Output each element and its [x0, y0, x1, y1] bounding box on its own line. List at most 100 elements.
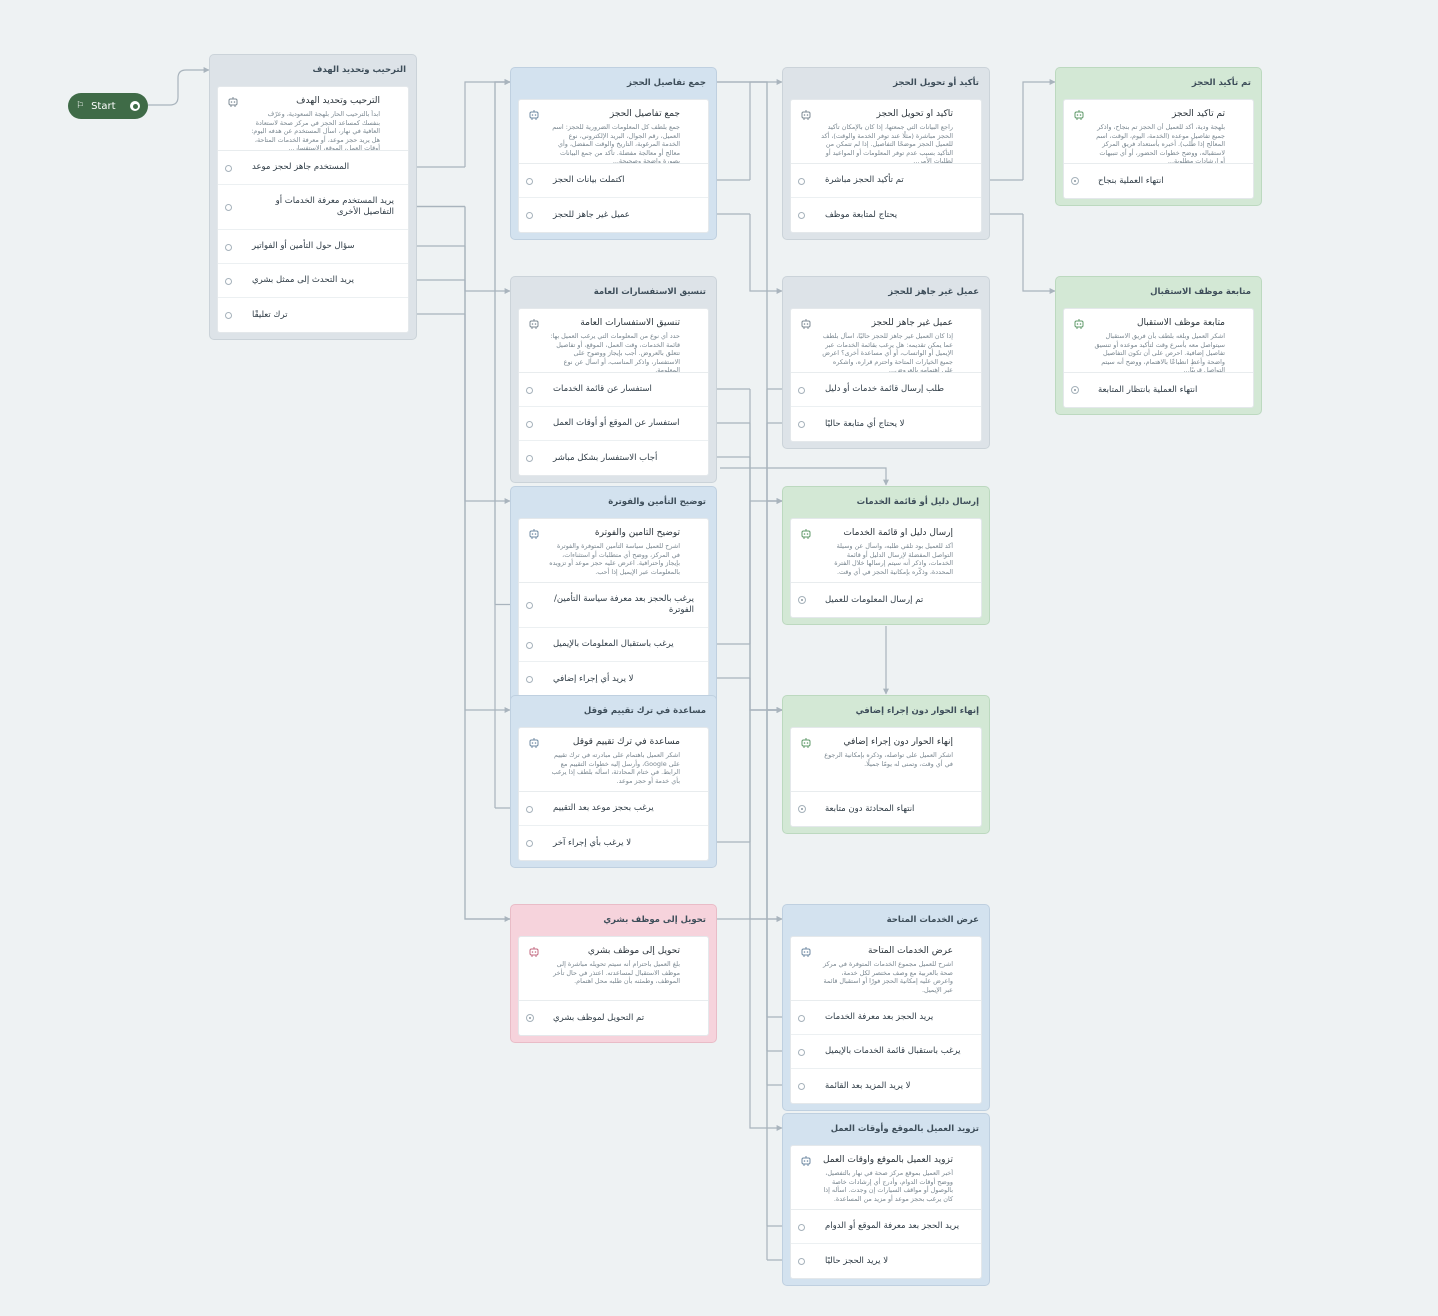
- option-port-icon[interactable]: [798, 211, 805, 219]
- node-location[interactable]: تزويد العميل بالموقع وأوقات العمل تزويد …: [782, 1113, 990, 1286]
- option-port-icon[interactable]: [225, 243, 232, 251]
- node-review[interactable]: مساعدة في ترك تقييم قوقل مساعدة في ترك ت…: [510, 695, 717, 868]
- node-general[interactable]: تنسيق الاستفسارات العامة تنسيق الاستفسار…: [510, 276, 717, 483]
- option-row[interactable]: يريد الحجز بعد معرفة الموقع أو الدوام: [791, 1210, 981, 1244]
- option-port-icon[interactable]: [526, 177, 533, 185]
- message-title: مساعدة في ترك تقييم قوقل: [572, 737, 680, 747]
- option-row[interactable]: لا يريد أي إجراء إضافي: [519, 662, 708, 696]
- node-collect[interactable]: جمع تفاصيل الحجز جمع تفاصيل الحجز جمع بل…: [510, 67, 717, 240]
- option-row[interactable]: يريد الحجز بعد معرفة الخدمات: [791, 1001, 981, 1035]
- connection-edge: [766, 707, 783, 1085]
- connection-edge: [766, 389, 783, 504]
- message-body: اشرح للعميل مجموع الخدمات المتوفرة في مر…: [822, 960, 953, 994]
- node-services[interactable]: عرض الخدمات المتاحة عرض الخدمات المتاحة …: [782, 904, 990, 1111]
- message-block: تم تأكيد الحجز بلهجة ودية، أكد للعميل أن…: [1064, 100, 1253, 164]
- option-row[interactable]: يريد التحدث إلى ممثل بشري: [218, 264, 408, 298]
- option-row[interactable]: استفسار عن قائمة الخدمات: [519, 373, 708, 407]
- node-insurance[interactable]: توضيح التأمين والفوترة توضيح التأمين وال…: [510, 486, 717, 704]
- node-endnoaction[interactable]: إنهاء الحوار دون إجراء إضافي إنهاء الحوا…: [782, 695, 990, 834]
- end-port-icon[interactable]: [526, 1014, 534, 1022]
- bot-icon: [227, 96, 239, 108]
- option-row[interactable]: انتهاء العملية بنجاح: [1064, 164, 1253, 198]
- option-port-icon[interactable]: [798, 1257, 805, 1265]
- option-row[interactable]: يرغب باستقبال قائمة الخدمات بالإيميل: [791, 1035, 981, 1069]
- end-port-icon[interactable]: [798, 805, 806, 813]
- option-row[interactable]: استفسار عن الموقع أو أوقات العمل: [519, 407, 708, 441]
- option-port-icon[interactable]: [798, 1082, 805, 1090]
- option-port-icon[interactable]: [225, 277, 232, 285]
- connection-edge: [749, 707, 783, 842]
- option-label: يرغب باستقبال المعلومات بالإيميل: [553, 639, 674, 649]
- option-row[interactable]: يرغب باستقبال المعلومات بالإيميل: [519, 628, 708, 662]
- node-title: جمع تفاصيل الحجز: [627, 78, 706, 88]
- option-port-icon[interactable]: [225, 311, 232, 319]
- option-row[interactable]: لا يحتاج أي متابعة حاليًا: [791, 407, 981, 441]
- option-row[interactable]: تم التحويل لموظف بشري: [519, 1001, 708, 1035]
- option-row[interactable]: المستخدم جاهز لحجز موعد: [218, 151, 408, 185]
- option-row[interactable]: ترك تعليقًا: [218, 298, 408, 332]
- connection-edge: [494, 79, 511, 605]
- node-card: متابعة موظف الاستقبال اشكر العميل وبلغه …: [1063, 308, 1254, 408]
- option-row[interactable]: لا يرغب بأي إجراء آخر: [519, 826, 708, 860]
- node-welcome[interactable]: الترحيب وتحديد الهدف الترحيب وتحديد الهد…: [209, 54, 417, 340]
- option-row[interactable]: يحتاج لمتابعة موظف: [791, 198, 981, 232]
- connection-edge: [749, 678, 783, 713]
- connection-edge: [749, 423, 783, 1131]
- option-row[interactable]: يريد المستخدم معرفة الخدمات أو التفاصيل …: [218, 185, 408, 230]
- option-port-icon[interactable]: [798, 1014, 805, 1022]
- option-port-icon[interactable]: [798, 386, 805, 394]
- option-port-icon[interactable]: [526, 839, 533, 847]
- message-body: بلهجة ودية، أكد للعميل أن الحجز تم بنجاح…: [1096, 123, 1225, 164]
- option-port-icon[interactable]: [526, 641, 533, 649]
- option-row[interactable]: أجاب الاستفسار بشكل مباشر: [519, 441, 708, 475]
- option-row[interactable]: اكتملت بيانات الحجز: [519, 164, 708, 198]
- option-port-icon[interactable]: [798, 177, 805, 185]
- option-row[interactable]: يرغب بحجز موعد بعد التقييم: [519, 792, 708, 826]
- option-row[interactable]: سؤال حول التأمين أو الفواتير: [218, 230, 408, 264]
- option-row[interactable]: تم تأكيد الحجز مباشرة: [791, 164, 981, 198]
- node-confirmed[interactable]: تم تأكيد الحجز تم تأكيد الحجز بلهجة ودية…: [1055, 67, 1262, 206]
- connection-edge: [464, 314, 511, 713]
- node-card: عميل غير جاهز للحجز إذا كان العميل غير ج…: [790, 308, 982, 442]
- end-port-icon[interactable]: [798, 596, 806, 604]
- option-row[interactable]: طلب إرسال قائمة خدمات أو دليل: [791, 373, 981, 407]
- node-notready[interactable]: عميل غير جاهز للحجز عميل غير جاهز للحجز …: [782, 276, 990, 449]
- option-row[interactable]: يرغب بالحجز بعد معرفة سياسة التأمين/الفو…: [519, 583, 708, 628]
- option-port-icon[interactable]: [526, 420, 533, 428]
- option-port-icon[interactable]: [526, 386, 533, 394]
- flag-icon: ⚐: [76, 101, 85, 111]
- option-row[interactable]: تم إرسال المعلومات للعميل: [791, 583, 981, 617]
- option-port-icon[interactable]: [798, 1223, 805, 1231]
- option-label: انتهاء المحادثة دون متابعة: [825, 803, 915, 814]
- option-port-icon[interactable]: [526, 454, 533, 462]
- option-port-icon[interactable]: [225, 204, 232, 211]
- message-title: إرسال دليل أو قائمة الخدمات: [843, 528, 953, 538]
- node-confirm[interactable]: تأكيد أو تحويل الحجز تأكيد أو تحويل الحج…: [782, 67, 990, 240]
- option-port-icon[interactable]: [798, 420, 805, 428]
- connection-edge: [749, 457, 783, 713]
- option-row[interactable]: لا يريد الحجز حاليًا: [791, 1244, 981, 1278]
- option-label: المستخدم جاهز لحجز موعد: [252, 162, 350, 172]
- start-port-icon[interactable]: [130, 101, 140, 111]
- option-row[interactable]: لا يريد المزيد بعد القائمة: [791, 1069, 981, 1103]
- option-label: تم التحويل لموظف بشري: [553, 1012, 645, 1023]
- start-node[interactable]: ⚐ Start: [68, 93, 148, 119]
- option-label: انتهاء العملية بنجاح: [1098, 175, 1164, 186]
- end-port-icon[interactable]: [1071, 386, 1079, 394]
- option-port-icon[interactable]: [225, 164, 232, 172]
- option-row[interactable]: انتهاء المحادثة دون متابعة: [791, 792, 981, 826]
- option-port-icon[interactable]: [526, 805, 533, 813]
- option-row[interactable]: انتهاء العملية بانتظار المتابعة: [1064, 373, 1253, 407]
- bot-icon: [1073, 318, 1085, 330]
- option-port-icon[interactable]: [526, 602, 533, 609]
- message-body: إذا كان العميل غير جاهز للحجز حاليًا، اس…: [822, 332, 953, 373]
- end-port-icon[interactable]: [1071, 177, 1079, 185]
- option-port-icon[interactable]: [526, 675, 533, 683]
- node-human[interactable]: تحويل إلى موظف بشري تحويل إلى موظف بشري …: [510, 904, 717, 1043]
- node-followup[interactable]: متابعة موظف الاستقبال متابعة موظف الاستق…: [1055, 276, 1262, 415]
- node-title: تنسيق الاستفسارات العامة: [593, 287, 706, 297]
- option-row[interactable]: عميل غير جاهز للحجز: [519, 198, 708, 232]
- option-port-icon[interactable]: [798, 1048, 805, 1056]
- option-port-icon[interactable]: [526, 211, 533, 219]
- node-sendguide[interactable]: إرسال دليل أو قائمة الخدمات إرسال دليل أ…: [782, 486, 990, 625]
